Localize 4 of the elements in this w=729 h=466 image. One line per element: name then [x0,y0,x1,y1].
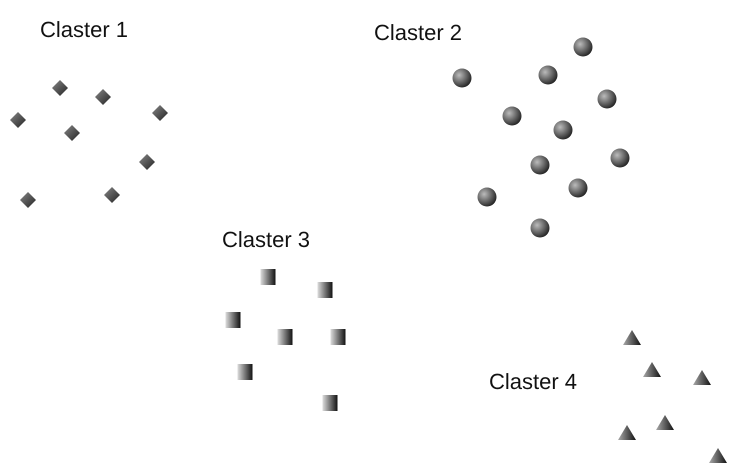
cluster-label: Claster 1 [40,18,128,42]
cluster-label: Claster 4 [489,370,578,394]
cluster-label: Claster 2 [374,21,462,46]
cluster-label: Claster 3 [222,228,310,252]
